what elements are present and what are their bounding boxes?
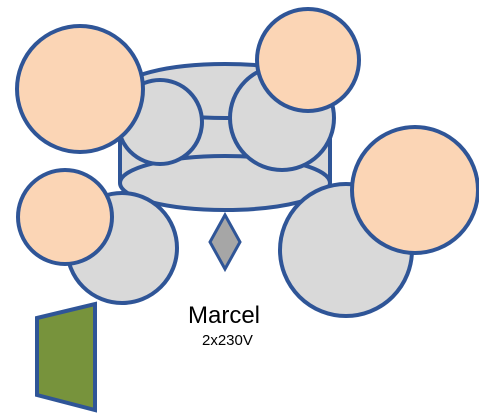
diamond-knob (208, 211, 242, 273)
peach-burner-left (16, 168, 114, 266)
green-panel (35, 301, 97, 413)
voltage-label: 2x230V (202, 332, 253, 349)
stove-name-label: Marcel (188, 302, 261, 329)
peach-burner-top-left (15, 24, 145, 154)
peach-burner-right (350, 125, 479, 255)
peach-burner-top-right (255, 7, 361, 113)
